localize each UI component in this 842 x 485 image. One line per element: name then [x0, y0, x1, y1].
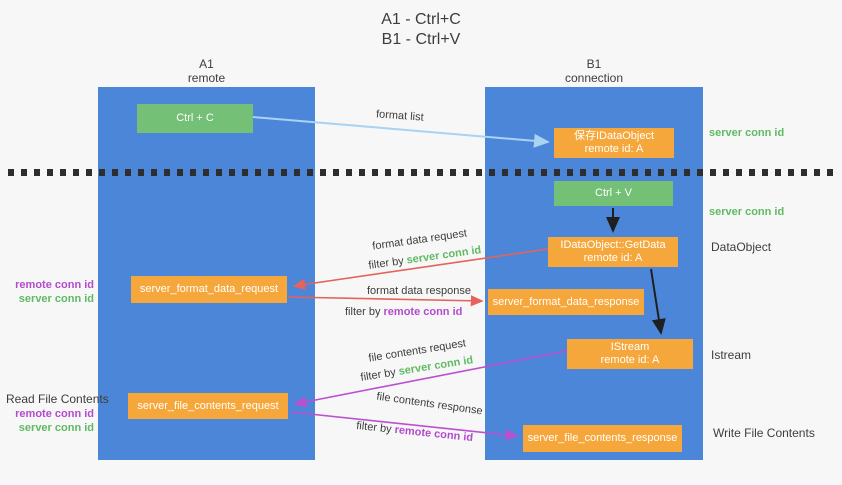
node-server-file-contents-request-label: server_file_contents_request	[137, 399, 279, 412]
node-server-format-data-response-label: server_format_data_response	[492, 295, 640, 308]
node-save-idataobject: 保存IDataObject remote id: A	[554, 128, 674, 158]
right-label-dataobject: DataObject	[711, 240, 772, 254]
title-line-1: A1 - Ctrl+C	[381, 11, 461, 28]
node-idataobject-getdata: IDataObject::GetData remote id: A	[548, 237, 678, 267]
node-ctrl-c: Ctrl + C	[137, 104, 253, 133]
arrow-format-data-response	[287, 295, 484, 307]
node-server-file-contents-response: server_file_contents_response	[523, 425, 682, 452]
lane-header-b1: B1 connection	[485, 57, 703, 85]
right-label-server-conn-id-mid: server conn id	[709, 206, 785, 218]
remote-conn-id-text: remote conn id	[383, 306, 463, 318]
right-label-istream: Istream	[711, 348, 752, 362]
left-label-remote-conn-id-format: remote conn id	[15, 279, 94, 291]
left-label-conn-ids-format: remote conn id server conn id	[6, 278, 94, 306]
filter-by-text: filter by	[367, 254, 408, 272]
node-ctrl-v-label: Ctrl + V	[595, 187, 632, 199]
node-save-idataobject-line2: remote id: A	[584, 143, 644, 155]
lane-header-a1: A1 remote	[98, 57, 315, 85]
node-server-format-data-request-label: server_format_data_request	[139, 283, 279, 295]
arrow-label-format-list: format list	[375, 108, 425, 124]
filter-by-text: filter by	[355, 419, 396, 436]
lane-b1-role: connection	[564, 71, 624, 85]
node-idataobject-getdata-line1: IDataObject::GetData	[560, 239, 666, 251]
server-conn-id-text: server conn id	[405, 244, 483, 267]
node-save-idataobject-line1: 保存IDataObject	[573, 130, 655, 142]
arrow-label-format-data-response: format data response	[367, 285, 471, 297]
node-istream-line1: IStream	[610, 341, 650, 353]
diagram-title: A1 - Ctrl+C B1 - Ctrl+V	[0, 10, 842, 50]
node-ctrl-c-label: Ctrl + C	[176, 112, 214, 124]
arrow-label-filter-remote-conn-id-1: filter by remote conn id	[345, 306, 462, 318]
right-label-server-conn-id-top: server conn id	[709, 127, 785, 139]
lane-a1-role: remote	[187, 71, 226, 85]
left-label-server-conn-id-file: server conn id	[18, 422, 94, 434]
arrow-label-filter-remote-conn-id-2: filter by remote conn id	[356, 420, 474, 444]
left-label-server-conn-id-format: server conn id	[18, 293, 94, 305]
node-istream-line2: remote id: A	[600, 354, 660, 366]
node-istream: IStream remote id: A	[567, 339, 693, 369]
title-line-2: B1 - Ctrl+V	[381, 31, 461, 48]
node-ctrl-v: Ctrl + V	[554, 181, 673, 206]
arrow-label-file-contents-response: file contents response	[375, 390, 484, 418]
left-label-conn-ids-file: remote conn id server conn id	[6, 407, 94, 435]
filter-by-text: filter by	[345, 306, 384, 318]
node-server-format-data-request: server_format_data_request	[131, 276, 287, 303]
node-idataobject-getdata-line2: remote id: A	[583, 252, 643, 264]
right-label-write-file-contents: Write File Contents	[713, 426, 815, 440]
left-label-read-file-contents: Read File Contents	[6, 392, 109, 406]
remote-conn-id-text: remote conn id	[393, 423, 474, 445]
lane-a1-name: A1	[199, 57, 214, 71]
node-server-file-contents-request: server_file_contents_request	[128, 393, 288, 419]
filter-by-text: filter by	[359, 365, 400, 384]
node-server-format-data-response: server_format_data_response	[488, 289, 644, 315]
phase-divider-dashed-line	[8, 169, 834, 176]
node-server-file-contents-response-label: server_file_contents_response	[527, 432, 678, 444]
lane-b1-name: B1	[586, 57, 602, 71]
left-label-remote-conn-id-file: remote conn id	[15, 408, 94, 420]
